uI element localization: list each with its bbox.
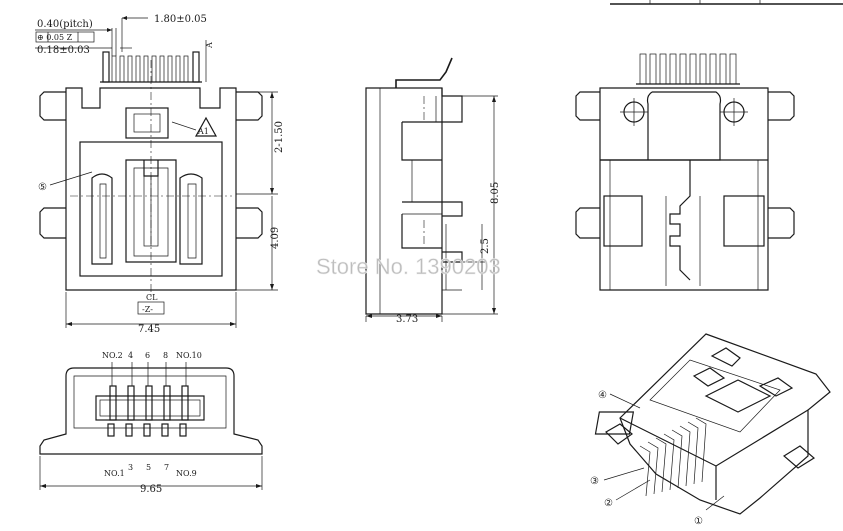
side-view-dimensions	[365, 95, 498, 322]
dimension-labels: 0.40(pitch) ⊕ 0.05 Z 0.18±0.03 1.80±0.05…	[37, 14, 501, 495]
side-height-label: 8.05	[490, 182, 501, 204]
side-small-label: 2.5	[480, 238, 491, 254]
pin-top-4: 8	[163, 351, 168, 360]
callout-4: ④	[598, 390, 607, 401]
side-view	[365, 57, 463, 315]
store-watermark: Store No. 1390203	[316, 254, 501, 279]
pin-bottom-3: 5	[146, 463, 151, 472]
top-view-dimensions	[35, 16, 278, 328]
isometric-leads	[639, 417, 707, 497]
pin-top-1: NO.2	[102, 351, 123, 360]
pitch-label: 0.40(pitch)	[37, 19, 93, 30]
pin-top-3: 6	[145, 351, 150, 360]
pin-bottom-4: 7	[164, 463, 169, 472]
bottom-view-pins	[636, 53, 740, 85]
datum-z-label: -Z-	[142, 305, 153, 314]
callout-2: ②	[604, 498, 613, 509]
callout-3: ③	[590, 476, 599, 487]
callout-5: ⑤	[38, 182, 47, 193]
height-409-label: 4.09	[270, 227, 281, 249]
title-frame	[610, 0, 843, 5]
center-line-label: CL	[146, 293, 158, 302]
front-view-contacts	[107, 385, 189, 437]
callout-labels: A1 ⑤ ④ ③ ② ①	[38, 127, 703, 527]
pin-bottom-5: NO.9	[176, 469, 197, 478]
bottom-view	[575, 53, 795, 291]
datum-a-label: A	[205, 42, 214, 49]
isometric-view	[594, 333, 831, 515]
pin-bottom-1: NO.1	[104, 469, 125, 478]
a1-label: A1	[197, 127, 209, 136]
pin-labels: NO.2 4 6 8 NO.10 NO.1 3 5 7 NO.9	[102, 351, 202, 478]
side-width-label: 3.73	[396, 314, 418, 325]
pin-bottom-2: 3	[128, 463, 133, 472]
tolerance-box-label: ⊕ 0.05 Z	[37, 33, 73, 42]
top-view-pins	[100, 51, 202, 83]
front-view	[39, 362, 263, 490]
front-width-label: 9.65	[140, 484, 162, 495]
height-2-150-label: 2-1.50	[274, 121, 285, 153]
pin-top-5: NO.10	[176, 351, 202, 360]
callout-1: ①	[694, 516, 703, 527]
pin-width-label: 0.18±0.03	[37, 45, 90, 56]
pin-top-2: 4	[128, 351, 133, 360]
width-745-label: 7.45	[138, 324, 160, 335]
top-view	[39, 51, 263, 315]
top-width-label: 1.80±0.05	[154, 14, 207, 25]
